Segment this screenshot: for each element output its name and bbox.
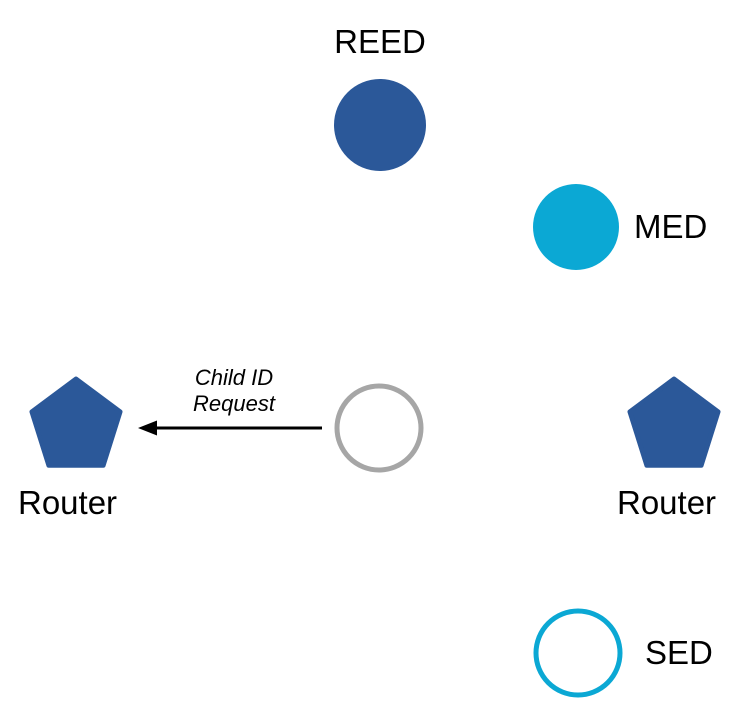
edge-child-id-request-label-line2: Request	[193, 391, 275, 416]
node-sed-label: SED	[645, 634, 713, 671]
node-router-right-shape[interactable]	[627, 376, 721, 471]
node-med-label: MED	[634, 208, 708, 245]
node-router-left-label: Router	[18, 484, 118, 521]
edge-child-id-request-label-line1: Child ID	[194, 365, 274, 390]
node-reed-shape[interactable]	[334, 79, 426, 171]
node-med-shape[interactable]	[533, 184, 619, 270]
node-router-right-label: Router	[617, 484, 717, 521]
node-reed-label: REED	[334, 23, 426, 60]
node-joiner-center-shape[interactable]	[334, 383, 424, 473]
node-router-left-shape[interactable]	[29, 376, 123, 471]
node-sed-shape[interactable]	[533, 608, 623, 698]
edge-child-id-request-arrow[interactable]	[130, 412, 330, 444]
